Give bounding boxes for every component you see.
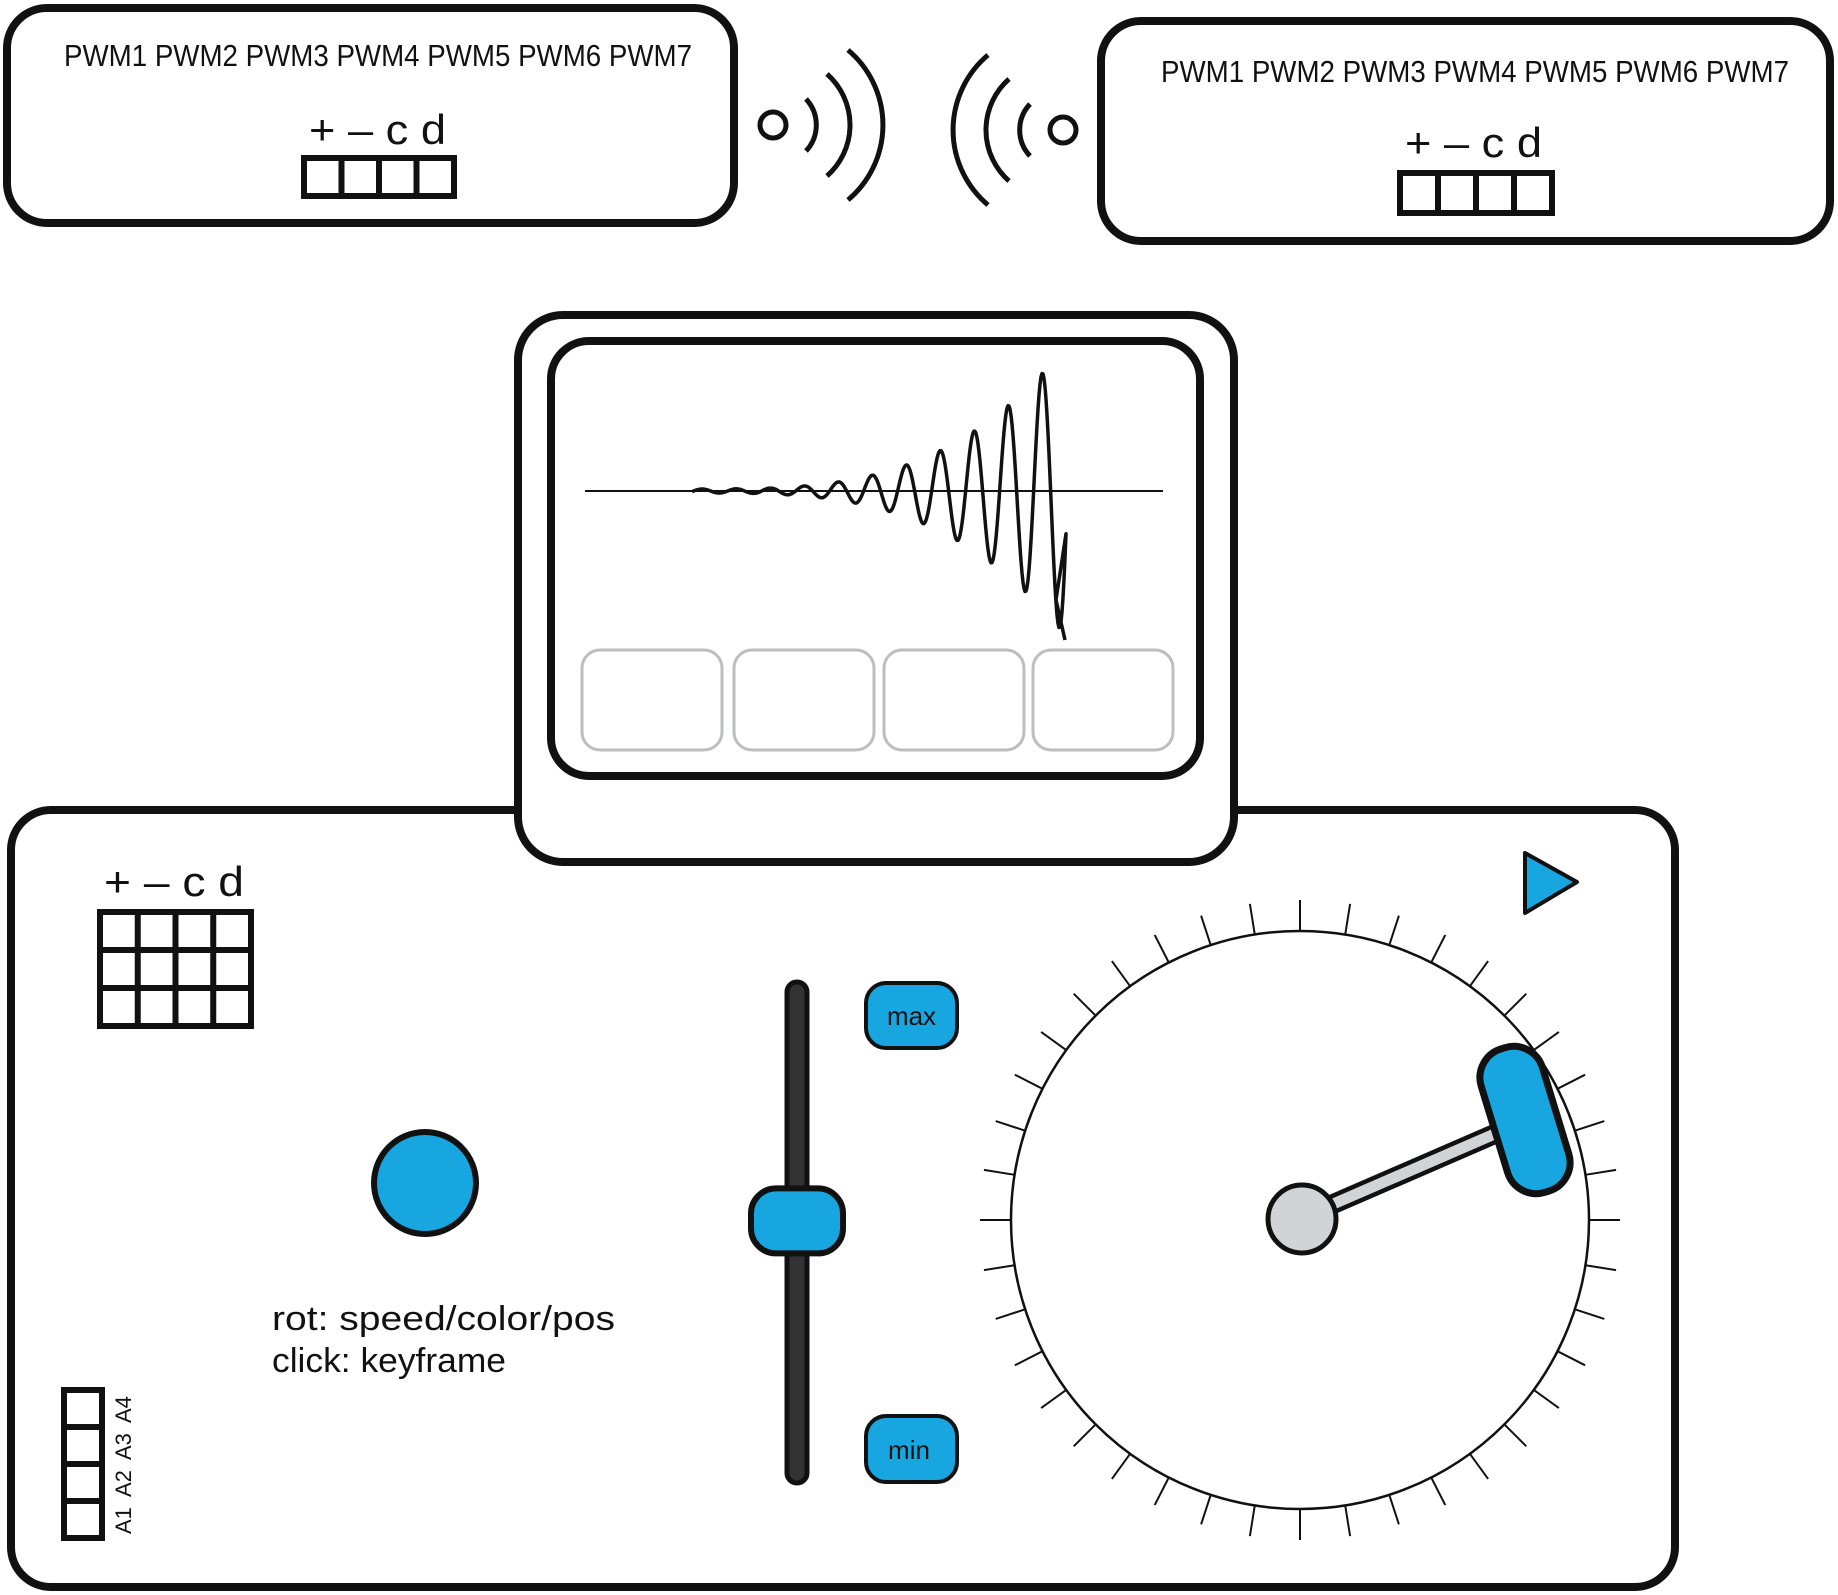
dial-tick xyxy=(1200,915,1212,946)
receiver-left-pwm-labels: PWM1 PWM2 PWM3 PWM4 PWM5 PWM6 PWM7 xyxy=(64,38,692,73)
dial-tick xyxy=(1153,1477,1170,1506)
receiver-right-box xyxy=(1097,17,1834,245)
dial-tick xyxy=(983,1168,1015,1176)
encoder-button[interactable] xyxy=(371,1129,479,1237)
dial-tick xyxy=(1585,1264,1617,1272)
dial-pivot xyxy=(1265,1182,1339,1256)
screen-soft-button-1[interactable] xyxy=(580,648,724,752)
dial-tick xyxy=(1533,1389,1560,1409)
dial-handle[interactable] xyxy=(1472,1039,1577,1201)
analog-pin-label-a2: A2 xyxy=(111,1470,136,1497)
analog-pin-label-a1: A1 xyxy=(111,1507,136,1534)
receiver-left-header-labels: + – c d xyxy=(309,106,446,153)
jog-dial[interactable] xyxy=(980,900,1620,1540)
analog-pin-label-a3: A3 xyxy=(111,1433,136,1460)
dial-arm xyxy=(1295,1120,1519,1224)
max-button-label: max xyxy=(887,1001,936,1031)
dial-tick xyxy=(1344,903,1352,935)
dial-tick xyxy=(1248,1505,1256,1537)
wireless-signal-right-icon xyxy=(950,53,1079,207)
dial-ticks xyxy=(980,900,1620,1540)
dial-tick xyxy=(1574,1308,1605,1320)
dial-tick xyxy=(1388,915,1400,946)
dial-tick xyxy=(1111,1453,1131,1480)
dial-tick xyxy=(1344,1505,1352,1537)
dial-tick xyxy=(1388,1494,1400,1525)
dial-tick xyxy=(1040,1389,1067,1409)
wireless-signal-left-icon xyxy=(757,48,886,202)
dial-tick xyxy=(1430,1477,1447,1506)
fader[interactable] xyxy=(748,979,846,1486)
dial-tick xyxy=(1430,934,1447,963)
dial-tick xyxy=(1469,960,1489,987)
dial-tick xyxy=(1469,1453,1489,1480)
dial-tick xyxy=(1153,934,1170,963)
analog-pin-header xyxy=(61,1387,105,1541)
dial-tick xyxy=(1574,1120,1605,1132)
fader-handle[interactable] xyxy=(748,1185,846,1257)
dial-tick xyxy=(1557,1350,1586,1367)
waveform-trace xyxy=(691,371,1068,641)
play-icon[interactable] xyxy=(1523,851,1579,915)
screen-soft-button-4[interactable] xyxy=(1031,648,1175,752)
encoder-help-click: click: keyframe xyxy=(272,1342,506,1380)
receiver-right-header-labels: + – c d xyxy=(1405,119,1542,166)
receiver-left-header-pins xyxy=(301,155,457,199)
dial-tick xyxy=(995,1120,1026,1132)
receiver-left-box xyxy=(3,4,738,227)
min-button-body[interactable] xyxy=(864,1414,959,1484)
screen-soft-button-2[interactable] xyxy=(732,648,876,752)
screen-soft-button-3[interactable] xyxy=(882,648,1026,752)
dial-tick xyxy=(1585,1168,1617,1176)
dial-tick xyxy=(983,1264,1015,1272)
dial-tick xyxy=(1200,1494,1212,1525)
dial-tick xyxy=(1040,1031,1067,1051)
dial-tick xyxy=(1111,960,1131,987)
max-button[interactable]: max xyxy=(864,981,959,1050)
receiver-right-header-pins xyxy=(1397,170,1555,216)
screen-soft-buttons xyxy=(580,648,1175,752)
dial-tick xyxy=(1503,1423,1528,1448)
dial-tick xyxy=(1248,903,1256,935)
controller-header-labels: + – c d xyxy=(104,858,244,905)
receiver-right: PWM1 PWM2 PWM3 PWM4 PWM5 PWM6 PWM7 + – c… xyxy=(1097,17,1834,245)
max-button-body[interactable] xyxy=(864,981,959,1050)
display-unit xyxy=(514,311,1238,866)
dial-tick xyxy=(1533,1031,1560,1051)
receiver-right-pwm-labels: PWM1 PWM2 PWM3 PWM4 PWM5 PWM6 PWM7 xyxy=(1161,54,1789,89)
controller-header-pins xyxy=(97,909,254,1029)
dial-tick xyxy=(1014,1350,1043,1367)
encoder-help-rot: rot: speed/color/pos xyxy=(272,1300,615,1338)
dial-tick xyxy=(1014,1073,1043,1090)
min-button[interactable]: min xyxy=(864,1414,959,1484)
dial-tick xyxy=(995,1308,1026,1320)
dial-tick xyxy=(1072,1423,1097,1448)
min-button-label: min xyxy=(888,1435,930,1465)
dial-tick xyxy=(1503,992,1528,1017)
receiver-left: PWM1 PWM2 PWM3 PWM4 PWM5 PWM6 PWM7 + – c… xyxy=(3,4,738,227)
dial-tick xyxy=(1557,1073,1586,1090)
dial-tick xyxy=(1072,992,1097,1017)
analog-pin-label-a4: A4 xyxy=(111,1396,136,1423)
